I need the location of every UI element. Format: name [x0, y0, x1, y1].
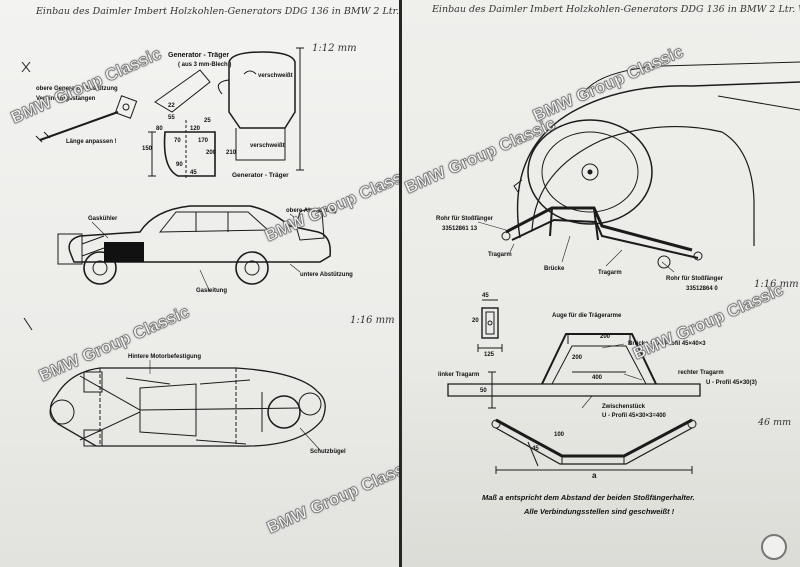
left-scale-note-top: 1:12 mm	[312, 43, 357, 54]
dim-label: 90	[176, 162, 183, 168]
dim-label: 45	[482, 293, 489, 299]
label-protective-bar: Schutzbügel	[310, 449, 346, 455]
dim-label: 150	[142, 146, 153, 152]
label-bridge-profile: Brücke = U - Profil 45×40×3	[628, 341, 706, 347]
dim-label: 200	[572, 355, 583, 361]
dim-label: 55	[168, 115, 175, 121]
label-right-arm: rechter Tragarm	[678, 370, 724, 376]
label-lower-bracing: untere Abstützung	[300, 272, 353, 278]
right-technical-drawing	[447, 61, 800, 474]
label-part-no-right: 33512864 0	[686, 286, 718, 292]
caption-line-1: Maß a entspricht dem Abstand der beiden …	[482, 493, 695, 502]
dim-a: a	[592, 471, 597, 480]
label-intermediate-profile: U - Profil 45×30×3=400	[602, 413, 666, 419]
label-welded-1: verschweißt	[258, 73, 293, 79]
label-generator-carrier-bottom: Generator - Träger	[232, 172, 289, 179]
label-adjust-length: Länge anpassen !	[66, 139, 117, 145]
dim-label: 80	[156, 126, 163, 132]
left-drawing-page: Einbau des Daimler Imbert Holzkohlen-Gen…	[0, 0, 399, 567]
label-bridge-1: Brücke	[544, 266, 565, 272]
label-bumper-tube-left: Rohr für Stoßfänger	[436, 216, 493, 222]
label-rear-engine-mount: Hintere Motorbefestigung	[128, 354, 201, 360]
dim-label: 25	[204, 118, 211, 124]
label-gas-line: Gasleitung	[196, 288, 228, 294]
label-upper-bracing: obere Abstützung	[286, 208, 337, 214]
right-scale-note-low: 46 mm	[758, 417, 792, 428]
label-upper-support: obere Generator-Abstützung	[36, 86, 118, 92]
dim-label: 100	[554, 432, 565, 438]
dim-label: 210	[226, 150, 237, 156]
dim-label: 170	[198, 138, 209, 144]
dim-label: 45	[190, 170, 197, 176]
label-eye-for-arms: Auge für die Trägerarme	[552, 313, 622, 319]
label-generator-carrier-top: Generator - Träger	[168, 52, 230, 59]
dim-label: 22	[168, 103, 175, 109]
dim-label: 200	[206, 150, 217, 156]
dim-label: 400	[592, 375, 603, 381]
label-intermediate: Zwischenstück	[602, 404, 646, 410]
right-page-header: Einbau des Daimler Imbert Holzkohlen-Gen…	[432, 4, 800, 15]
label-part-no-left: 33512861 13	[442, 226, 478, 232]
label-welded-2: verschweißt	[250, 143, 285, 149]
label-support-arm-2: Tragarm	[598, 270, 622, 276]
right-drawing-page: Einbau des Daimler Imbert Holzkohlen-Gen…	[402, 0, 800, 567]
caption-line-2: Alle Verbindungsstellen sind geschweißt …	[524, 507, 675, 516]
label-bumper-tube-right: Rohr für Stoßfänger	[666, 276, 723, 282]
dim-label: 200	[600, 334, 611, 340]
label-connecting-rods: Verbindungsstangen	[36, 96, 96, 102]
label-support-arm-1: Tragarm	[488, 252, 512, 258]
left-technical-drawing	[21, 47, 331, 451]
label-left-arm: linker Tragarm	[438, 372, 480, 378]
dim-label: 125	[484, 352, 495, 358]
right-scale-note-mid: 1:16 mm	[754, 279, 799, 290]
left-scale-note-mid: 1:16 mm	[350, 315, 395, 326]
dim-label: 50	[480, 388, 487, 394]
dim-label: 20	[472, 318, 479, 324]
dim-label: 45	[532, 446, 539, 452]
archive-stamp	[761, 534, 787, 560]
label-sheet-note: ( aus 3 mm-Blech )	[178, 62, 232, 68]
dim-label: 120	[190, 126, 201, 132]
left-page-header: Einbau des Daimler Imbert Holzkohlen-Gen…	[36, 6, 399, 17]
dim-label: 70	[174, 138, 181, 144]
label-right-arm-profile: U - Profil 45×30(3)	[706, 380, 757, 386]
label-gas-cooler: Gaskühler	[88, 216, 118, 222]
